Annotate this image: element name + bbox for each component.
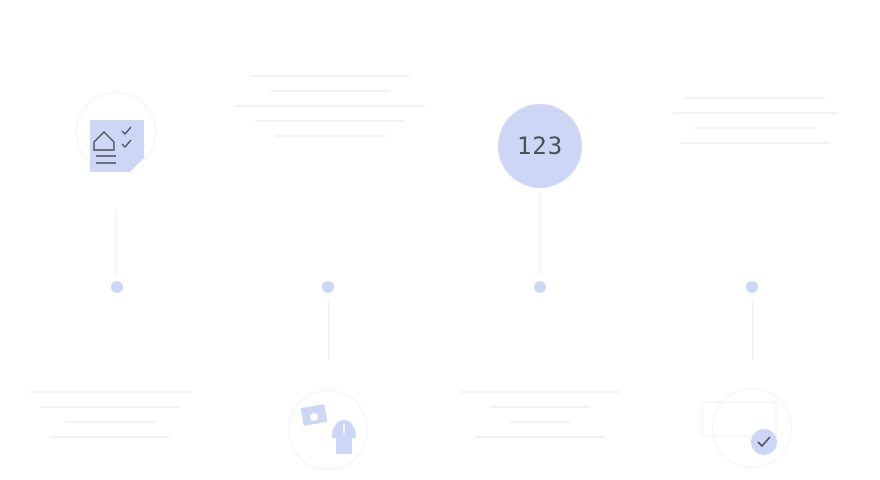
step-2-icon-ring — [288, 390, 368, 470]
house-checklist-icon — [90, 120, 144, 174]
number-badge: 123 — [498, 104, 582, 188]
connector-1 — [116, 210, 117, 275]
money-hand-icon — [300, 402, 364, 458]
connector-2 — [328, 300, 329, 360]
step-1-text-block — [20, 378, 200, 451]
timeline-dot-2 — [322, 281, 334, 293]
step-4-text-block — [665, 84, 845, 157]
step-3-text-block — [450, 378, 630, 451]
timeline-dot-1 — [111, 281, 123, 293]
connector-3 — [540, 195, 541, 275]
step-4-icon-ring — [712, 388, 792, 468]
connector-4 — [752, 300, 753, 360]
timeline-dot-3 — [534, 281, 546, 293]
step-2-text-block — [230, 62, 430, 150]
approved-check-icon — [696, 398, 782, 460]
timeline-dot-4 — [746, 281, 758, 293]
